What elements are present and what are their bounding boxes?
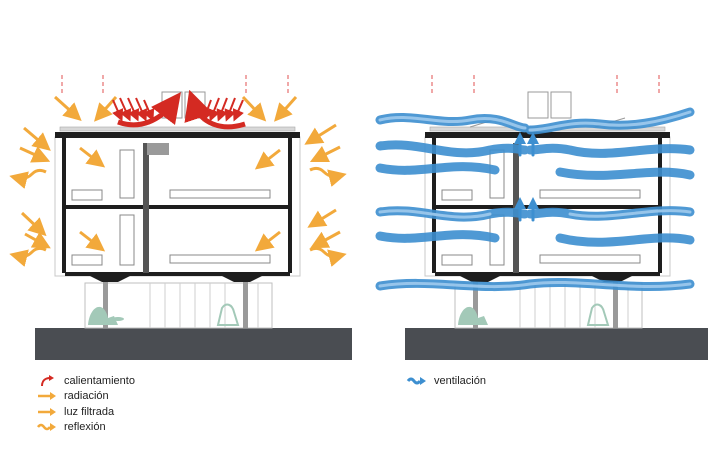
- ground: [35, 328, 352, 360]
- wavy-arrow-icon: [37, 423, 56, 432]
- reflection-arrows: [9, 166, 347, 267]
- legend-item-luz-filtrada: luz filtrada: [36, 404, 135, 420]
- curved-arrow-icon: [41, 374, 54, 386]
- legend-label: radiación: [64, 390, 109, 403]
- wavy-arrow-icon: [406, 376, 426, 385]
- ground-right: [405, 328, 708, 360]
- building-body: [54, 91, 301, 282]
- legend-label: calientamiento: [64, 374, 135, 387]
- legend-item-reflexion: reflexión: [36, 420, 135, 436]
- ventilation-flows: [375, 107, 695, 292]
- heating-arrows: [112, 89, 246, 130]
- ground-floor: [84, 280, 273, 329]
- legend-item-ventilacion: ventilación: [406, 373, 486, 389]
- legend-item-calientamiento: calientamiento: [36, 373, 135, 389]
- legend-label: reflexión: [64, 421, 106, 434]
- radiation-arrows: [19, 95, 341, 249]
- legend-left: calientamiento radiación luz filtrada re…: [36, 373, 135, 435]
- sun-guide-lines: [61, 75, 289, 95]
- legend-label: ventilación: [434, 374, 486, 387]
- straight-arrow-icon: [38, 407, 56, 416]
- straight-arrow-icon: [38, 392, 56, 401]
- legend-item-radiacion: radiación: [36, 389, 135, 405]
- legend-label: luz filtrada: [64, 405, 115, 418]
- filtered-light-arrows: [79, 146, 281, 252]
- solar-section: [9, 75, 352, 360]
- sun-guide-lines-right: [431, 75, 660, 95]
- legend-right: ventilación: [406, 373, 486, 389]
- ventilation-section: [375, 75, 708, 360]
